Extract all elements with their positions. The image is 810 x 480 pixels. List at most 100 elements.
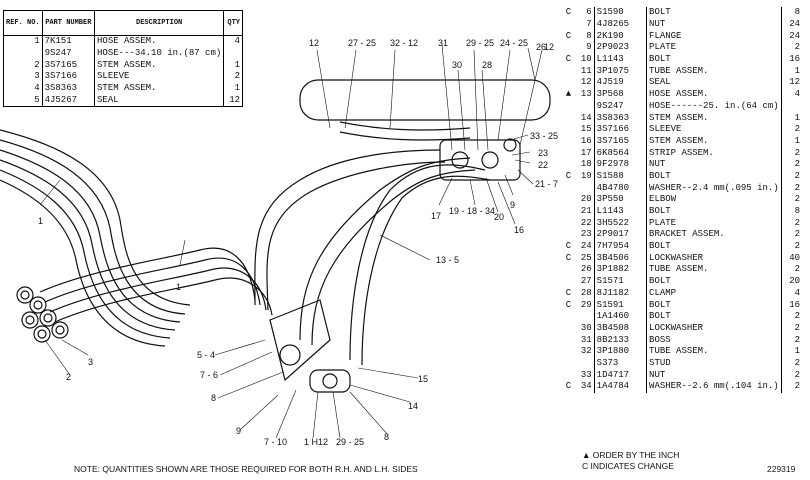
callout-15: 15 xyxy=(418,374,428,384)
right-table-ref-cell: 19 xyxy=(574,170,595,183)
right-table-ref-cell: 18 xyxy=(574,158,595,171)
right-table-ref-cell: 28 xyxy=(574,287,595,300)
right-table-ref-cell: 30 xyxy=(574,322,595,335)
callout-23: 23 xyxy=(538,148,548,158)
callout-12a: 12 xyxy=(309,38,319,48)
right-table-part-cell: 3P1075 xyxy=(594,65,648,78)
right-table-mark-cell xyxy=(562,334,575,346)
bottom-bracket xyxy=(269,299,351,393)
right-table-qty-cell: 40 xyxy=(789,252,800,263)
callout-17: 17 xyxy=(431,211,441,221)
right-table-part-cell: 2K190 xyxy=(594,30,648,43)
right-table-desc-cell: BOLT xyxy=(646,275,782,288)
right-table-qty-cell: 2 xyxy=(794,334,800,345)
callout-30: 30 xyxy=(452,60,462,70)
right-table-mark-cell xyxy=(562,182,575,194)
right-table-qty-cell: 16 xyxy=(789,54,800,65)
right-table-desc-cell: STEM ASSEM. xyxy=(646,112,782,124)
left-table-part-cell: 3S7166 xyxy=(42,71,96,83)
right-table-desc-cell: PLATE xyxy=(646,42,782,54)
right-table-qty-cell: 2 xyxy=(794,147,800,158)
left-table-ref-cell: 5 xyxy=(3,94,43,107)
right-table-desc-cell: NUT xyxy=(646,18,782,31)
callout-24-25: 24 - 25 xyxy=(500,38,528,48)
right-table-mark-cell xyxy=(562,194,575,206)
left-table-part-cell: 9S247 xyxy=(42,47,96,60)
right-table-part-cell: 3H5522 xyxy=(594,217,648,230)
right-table-desc-cell: TUBE ASSEM. xyxy=(646,65,782,78)
right-table-desc-cell: SLEEVE xyxy=(646,123,782,136)
right-table-part-cell: 3B4506 xyxy=(594,252,648,265)
right-table-qty-cell: 20 xyxy=(789,276,800,287)
right-table-qty-cell: 2 xyxy=(794,357,800,368)
callout-26: 26 xyxy=(536,42,546,52)
right-table-qty-cell: 2 xyxy=(794,229,800,240)
right-table-ref-cell: 27 xyxy=(574,275,595,288)
right-table-ref-cell: 7 xyxy=(574,18,595,31)
right-table-part-cell: 4J519 xyxy=(594,77,648,89)
right-table-ref-cell: 9 xyxy=(574,42,595,54)
callout-2: 2 xyxy=(66,372,71,382)
callout-9b: 9 xyxy=(510,200,515,210)
left-table-desc-cell: STEM ASSEM. xyxy=(94,59,225,72)
right-table-qty-cell: 2 xyxy=(794,369,800,380)
callout-8a: 8 xyxy=(211,393,216,403)
right-table-part-cell: 1D4717 xyxy=(594,369,648,381)
right-table-ref-cell: 12 xyxy=(574,77,595,89)
right-table-part-cell: 3S7165 xyxy=(594,135,648,148)
right-table-ref-cell xyxy=(574,357,595,370)
right-table-part-cell: S1588 xyxy=(594,170,648,183)
right-table-ref-cell: 11 xyxy=(574,65,595,78)
callout-31: 31 xyxy=(438,38,448,48)
right-table-qty-cell: 2 xyxy=(794,311,800,322)
right-table-part-cell: 1A1460 xyxy=(594,310,648,323)
right-table-ref-cell: 13 xyxy=(574,88,595,101)
valve-manifold xyxy=(439,138,521,181)
callout-21-7: 21 - 7 xyxy=(535,179,558,189)
description-header: DESCRIPTION xyxy=(94,10,225,36)
right-table-desc-cell: BOLT xyxy=(646,170,782,183)
right-table-mark-cell: C xyxy=(565,299,572,310)
right-table-qty-cell: 8 xyxy=(794,206,800,217)
right-table-part-cell: 3P568 xyxy=(594,88,648,101)
order-by-inch-legend: ▲ ORDER BY THE INCH xyxy=(582,450,680,460)
right-table-ref-cell: 34 xyxy=(574,381,595,393)
right-table-qty-cell: 24 xyxy=(789,30,800,41)
right-table-desc-cell: NUT xyxy=(646,369,782,381)
right-table-ref-cell: 6 xyxy=(574,7,595,19)
right-table-ref-cell: 25 xyxy=(574,252,595,265)
right-table-qty-cell: 2 xyxy=(794,381,800,392)
right-table-ref-cell: 8 xyxy=(574,30,595,43)
right-table-mark-cell: C xyxy=(565,170,572,181)
right-table-desc-cell: WASHER--2.6 mm(.104 in.) xyxy=(646,381,782,393)
right-table-part-cell: 2P9017 xyxy=(594,229,648,241)
left-table-qty-cell: 4 xyxy=(234,36,240,47)
right-table-ref-cell: 20 xyxy=(574,194,595,206)
right-table-mark-cell xyxy=(562,147,575,159)
right-table-qty-cell: 4 xyxy=(794,89,800,100)
right-table-part-cell: S1591 xyxy=(594,299,648,311)
right-table-qty-cell: 2 xyxy=(794,170,800,181)
right-table-mark-cell: C xyxy=(565,241,572,252)
right-table-mark-cell xyxy=(562,159,575,171)
callout-7-6: 7 - 6 xyxy=(200,370,218,380)
right-table-qty-cell: 24 xyxy=(789,19,800,30)
right-table-part-cell: S1590 xyxy=(594,7,648,19)
right-table-part-cell: 8J1182 xyxy=(594,287,648,300)
